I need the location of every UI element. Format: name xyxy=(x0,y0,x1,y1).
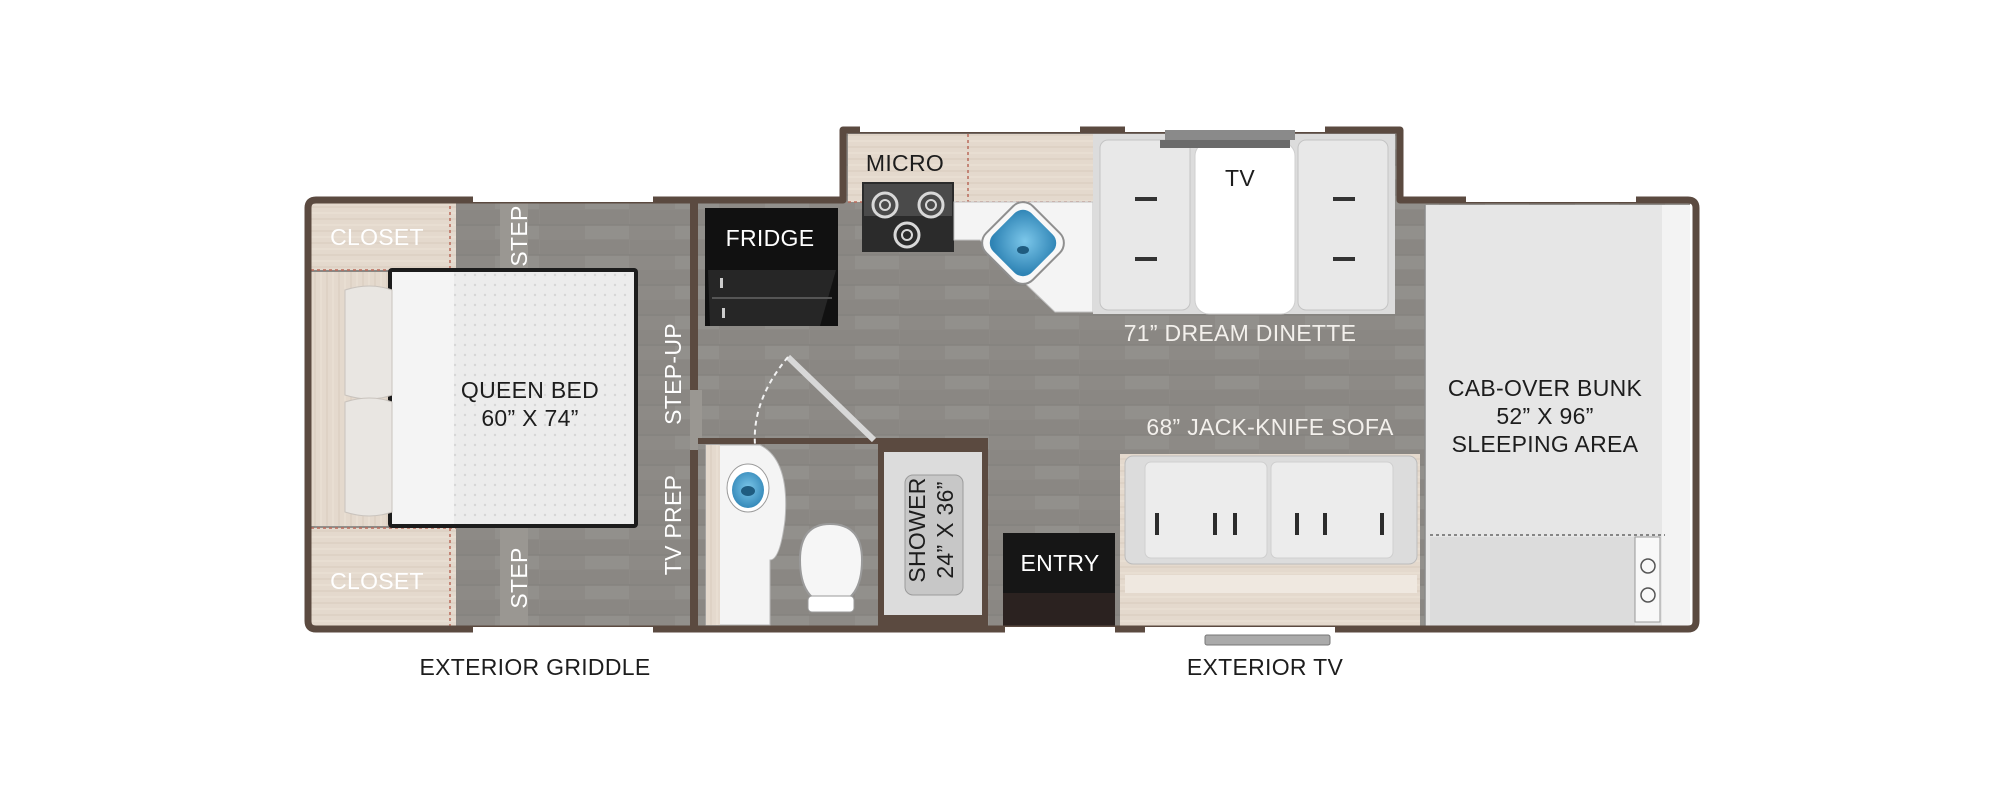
bathroom-sink-icon xyxy=(726,463,770,513)
tv-prep-label: TV PREP xyxy=(660,474,686,576)
step-bottom-label: STEP xyxy=(506,547,532,609)
closet-top xyxy=(311,200,456,270)
stovetop-icon xyxy=(862,182,954,252)
exterior-tv-label: EXTERIOR TV xyxy=(1186,654,1344,680)
step-up-label: STEP-UP xyxy=(660,323,686,425)
queen-bed-label: QUEEN BED 60” X 74” xyxy=(430,376,630,432)
cabover-size: 52” X 96” xyxy=(1496,403,1594,429)
queen-bed-name: QUEEN BED xyxy=(460,377,600,403)
step-bottom xyxy=(500,528,528,628)
sofa-label: 68” JACK-KNIFE SOFA xyxy=(1146,414,1394,440)
tv-label: TV xyxy=(1225,165,1255,191)
step-top-label: STEP xyxy=(506,205,532,267)
step-top xyxy=(500,200,528,268)
shower-size: 24” X 36” xyxy=(932,481,958,579)
exterior-griddle-label: EXTERIOR GRIDDLE xyxy=(419,654,651,680)
closet-bottom xyxy=(311,528,456,628)
cabover-label: CAB-OVER BUNK 52” X 96” SLEEPING AREA xyxy=(1420,374,1670,458)
exterior-tv-bar xyxy=(1204,634,1331,646)
dinette-label: 71” DREAM DINETTE xyxy=(1123,320,1357,346)
sink-icon xyxy=(981,201,1065,285)
entry-label: ENTRY xyxy=(1020,550,1100,576)
pillow-icon xyxy=(344,285,393,517)
toilet-icon xyxy=(798,522,864,613)
shower-label: SHOWER 24” X 36” xyxy=(903,452,963,608)
shower-name: SHOWER xyxy=(904,477,930,583)
queen-bed-size: 60” X 74” xyxy=(481,405,579,431)
exterior-walls xyxy=(304,126,1700,633)
closet-bottom-label: CLOSET xyxy=(330,568,424,594)
cabover-desc: SLEEPING AREA xyxy=(1451,431,1639,457)
closet-top-label: CLOSET xyxy=(330,224,424,250)
dinette-tv xyxy=(1160,140,1290,148)
entry-step xyxy=(1003,533,1115,593)
cabover-name: CAB-OVER BUNK xyxy=(1447,375,1643,401)
fridge-label: FRIDGE xyxy=(725,225,815,251)
micro-label: MICRO xyxy=(865,150,945,176)
door-swing-icon xyxy=(753,354,877,446)
